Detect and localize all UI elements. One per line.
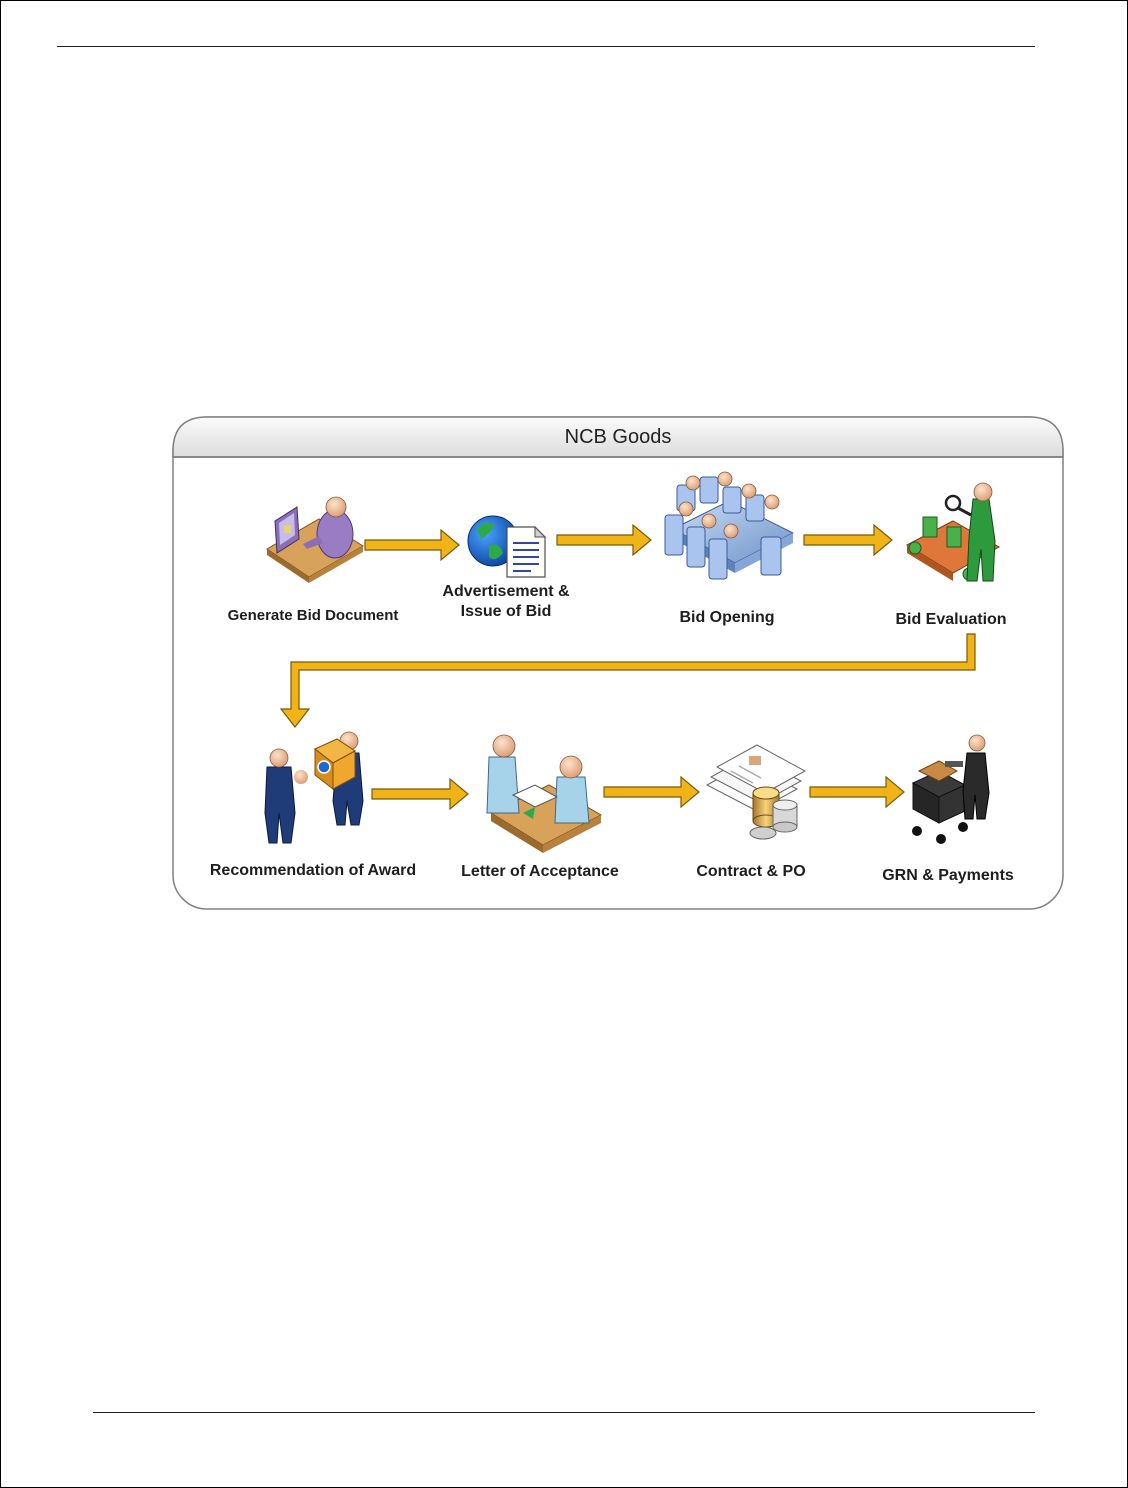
person-at-computer-icon	[266, 496, 364, 583]
person-with-cart-icon	[911, 734, 990, 844]
header-rule	[57, 46, 1035, 47]
step-label-contract-po: Contract & PO	[696, 863, 805, 880]
step-label-bid-opening: Bid Opening	[679, 609, 774, 626]
step-label-grn-payments: GRN & Payments	[882, 867, 1014, 884]
arrow-right-icon	[371, 777, 469, 811]
step-label-recommendation-of-award: Recommendation of Award	[210, 862, 416, 879]
step-label-letter-of-acceptance: Letter of Acceptance	[461, 863, 619, 880]
flow-arrows	[279, 523, 976, 811]
footer-rule	[93, 1412, 1035, 1413]
arrow-right-icon	[803, 523, 893, 557]
documents-coins-icon	[705, 744, 807, 840]
connector-down-left-arrow-icon	[279, 633, 976, 728]
arrow-right-icon	[364, 528, 460, 562]
inspector-conveyor-icon	[905, 482, 1001, 582]
arrow-right-icon	[556, 523, 652, 557]
handshake-desk-icon	[486, 734, 603, 853]
globe-document-icon	[467, 515, 547, 578]
step-label-advertisement-line2: Issue of Bid	[461, 603, 552, 620]
step-labels: Generate Bid Document Advertisement & Is…	[210, 583, 1014, 884]
arrow-right-icon	[809, 775, 905, 809]
arrow-right-icon	[603, 775, 700, 809]
step-label-advertisement-line1: Advertisement &	[442, 583, 570, 600]
step-label-generate-bid-document: Generate Bid Document	[228, 607, 399, 624]
step-label-bid-evaluation: Bid Evaluation	[895, 611, 1006, 628]
diagram-title: NCB Goods	[565, 426, 672, 448]
meeting-table-icon	[664, 471, 795, 580]
people-handing-box-icon	[264, 731, 364, 844]
